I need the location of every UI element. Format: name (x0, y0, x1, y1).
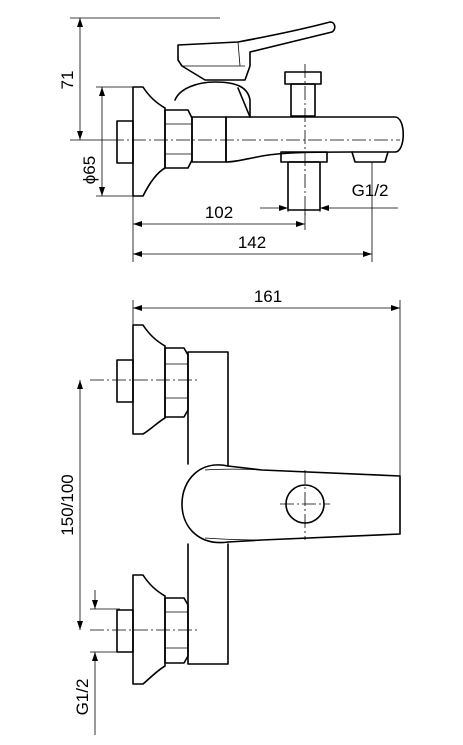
front-view (90, 324, 401, 685)
front-vertical-body (187, 351, 229, 665)
dim-spout-offset: 102 (132, 196, 306, 262)
dim-total-depth: 142 (133, 162, 373, 262)
front-upper-flange (132, 324, 166, 435)
side-body-spout (225, 116, 405, 163)
side-spout-tip (351, 151, 389, 163)
front-cartridge (181, 464, 229, 544)
side-view (110, 21, 405, 218)
side-diverter-cap (284, 71, 322, 85)
dim-thread-top: G1/2 (260, 181, 398, 212)
front-lower-flange (132, 574, 166, 685)
side-wall-flange (132, 86, 166, 197)
dim-thread-top-label: G1/2 (352, 181, 389, 200)
front-lower-inlet (116, 609, 134, 653)
dim-spout-offset-label: 102 (205, 203, 233, 222)
dim-thread-bottom-label: G1/2 (73, 679, 92, 716)
side-inlet-stub (116, 120, 134, 164)
dim-thread-bottom: G1/2 (73, 590, 120, 735)
dim-total-width: 161 (132, 287, 401, 476)
dim-height-lever-label: 71 (58, 71, 77, 90)
front-lower-nut (164, 597, 189, 664)
side-diverter-stem (290, 83, 316, 117)
side-body-dome (174, 81, 251, 118)
dim-flange-diameter-label: ϕ65 (80, 156, 99, 184)
dim-height-lever: 71 (58, 17, 220, 141)
dim-center-distance-label: 150/100 (58, 474, 77, 535)
side-connector (191, 116, 227, 163)
side-lever-handle (177, 21, 336, 81)
dim-total-depth-label: 142 (238, 233, 266, 252)
front-upper-nut (164, 347, 189, 418)
side-outlet-pipe (287, 161, 321, 211)
dim-total-width-label: 161 (254, 287, 282, 306)
dim-center-distance: 150/100 (58, 380, 83, 630)
dim-flange-diameter: ϕ65 (80, 86, 140, 197)
front-upper-inlet (116, 359, 134, 403)
side-hex-nut (164, 109, 193, 169)
